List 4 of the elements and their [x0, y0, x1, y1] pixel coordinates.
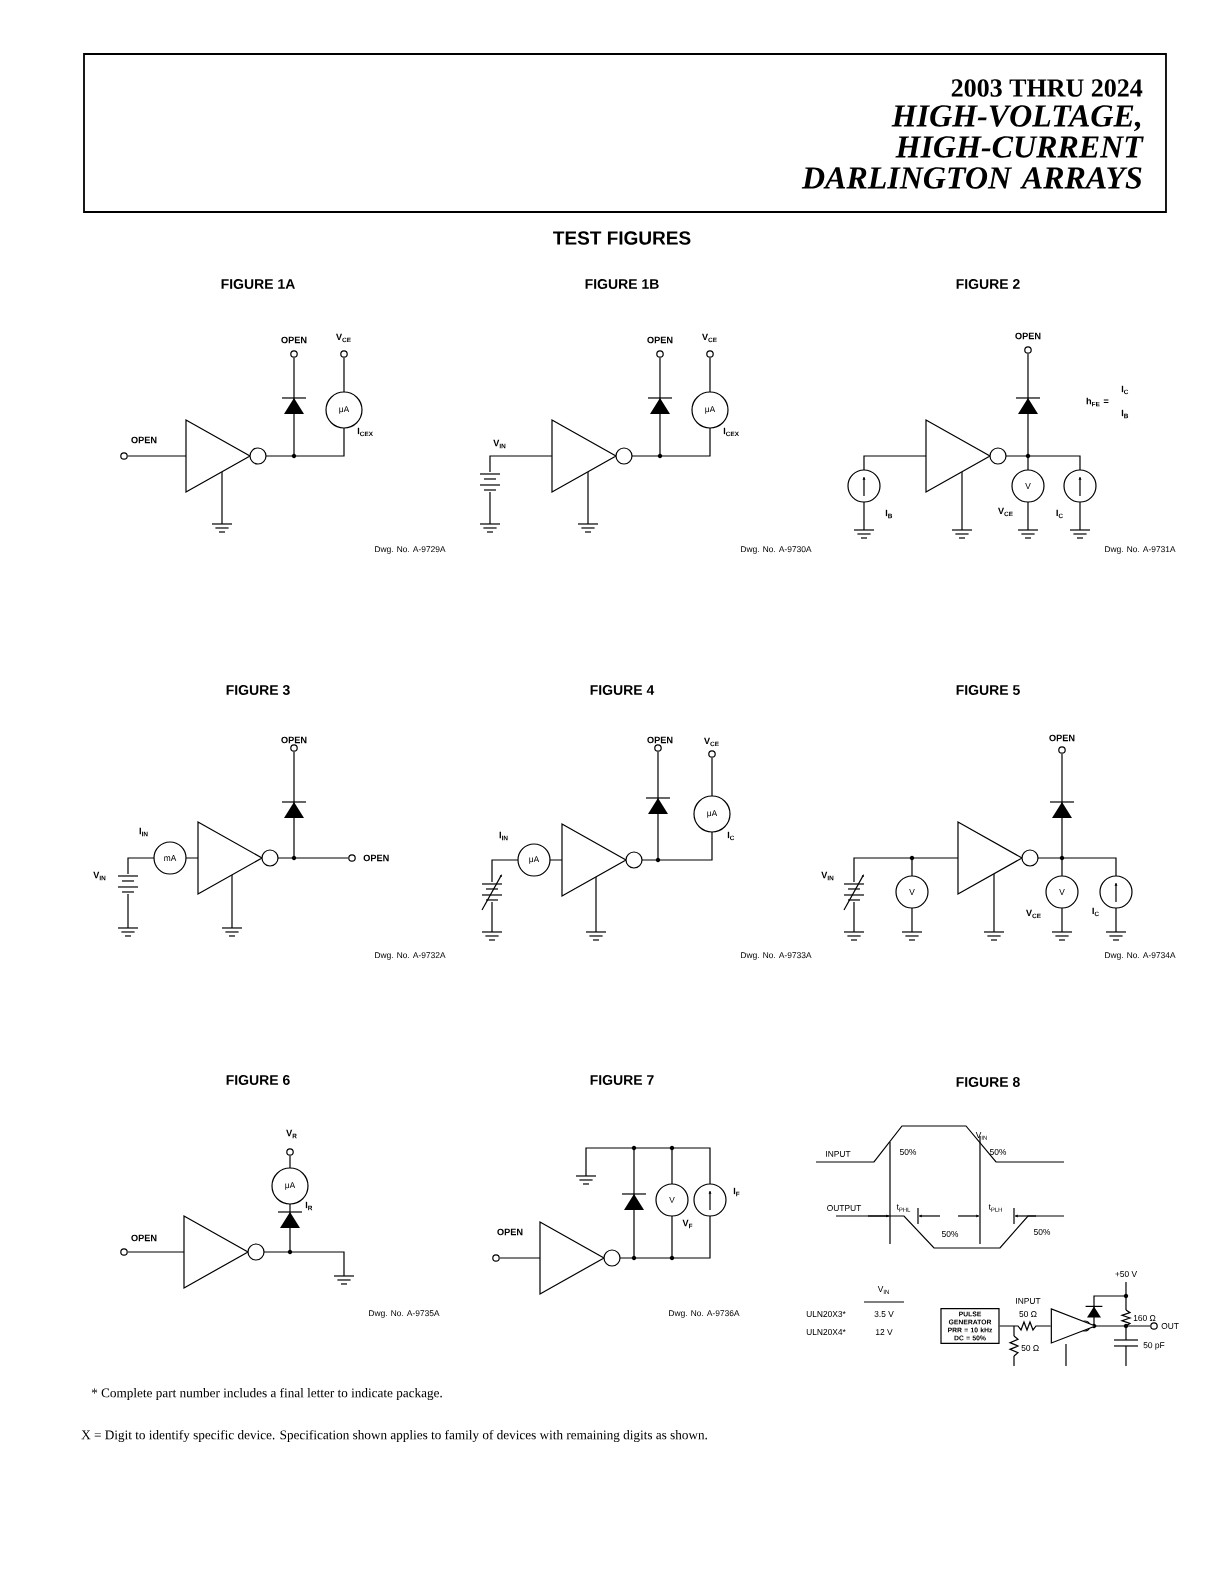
wire [999, 1320, 1052, 1332]
page-heading: TEST FIGURES [553, 231, 691, 245]
part-number: 2003 THRU 2024 [951, 79, 1143, 97]
header-title: HIGH-VOLTAGE, HIGH-CURRENT DARLINGTON ARRAYS [801, 105, 1144, 189]
